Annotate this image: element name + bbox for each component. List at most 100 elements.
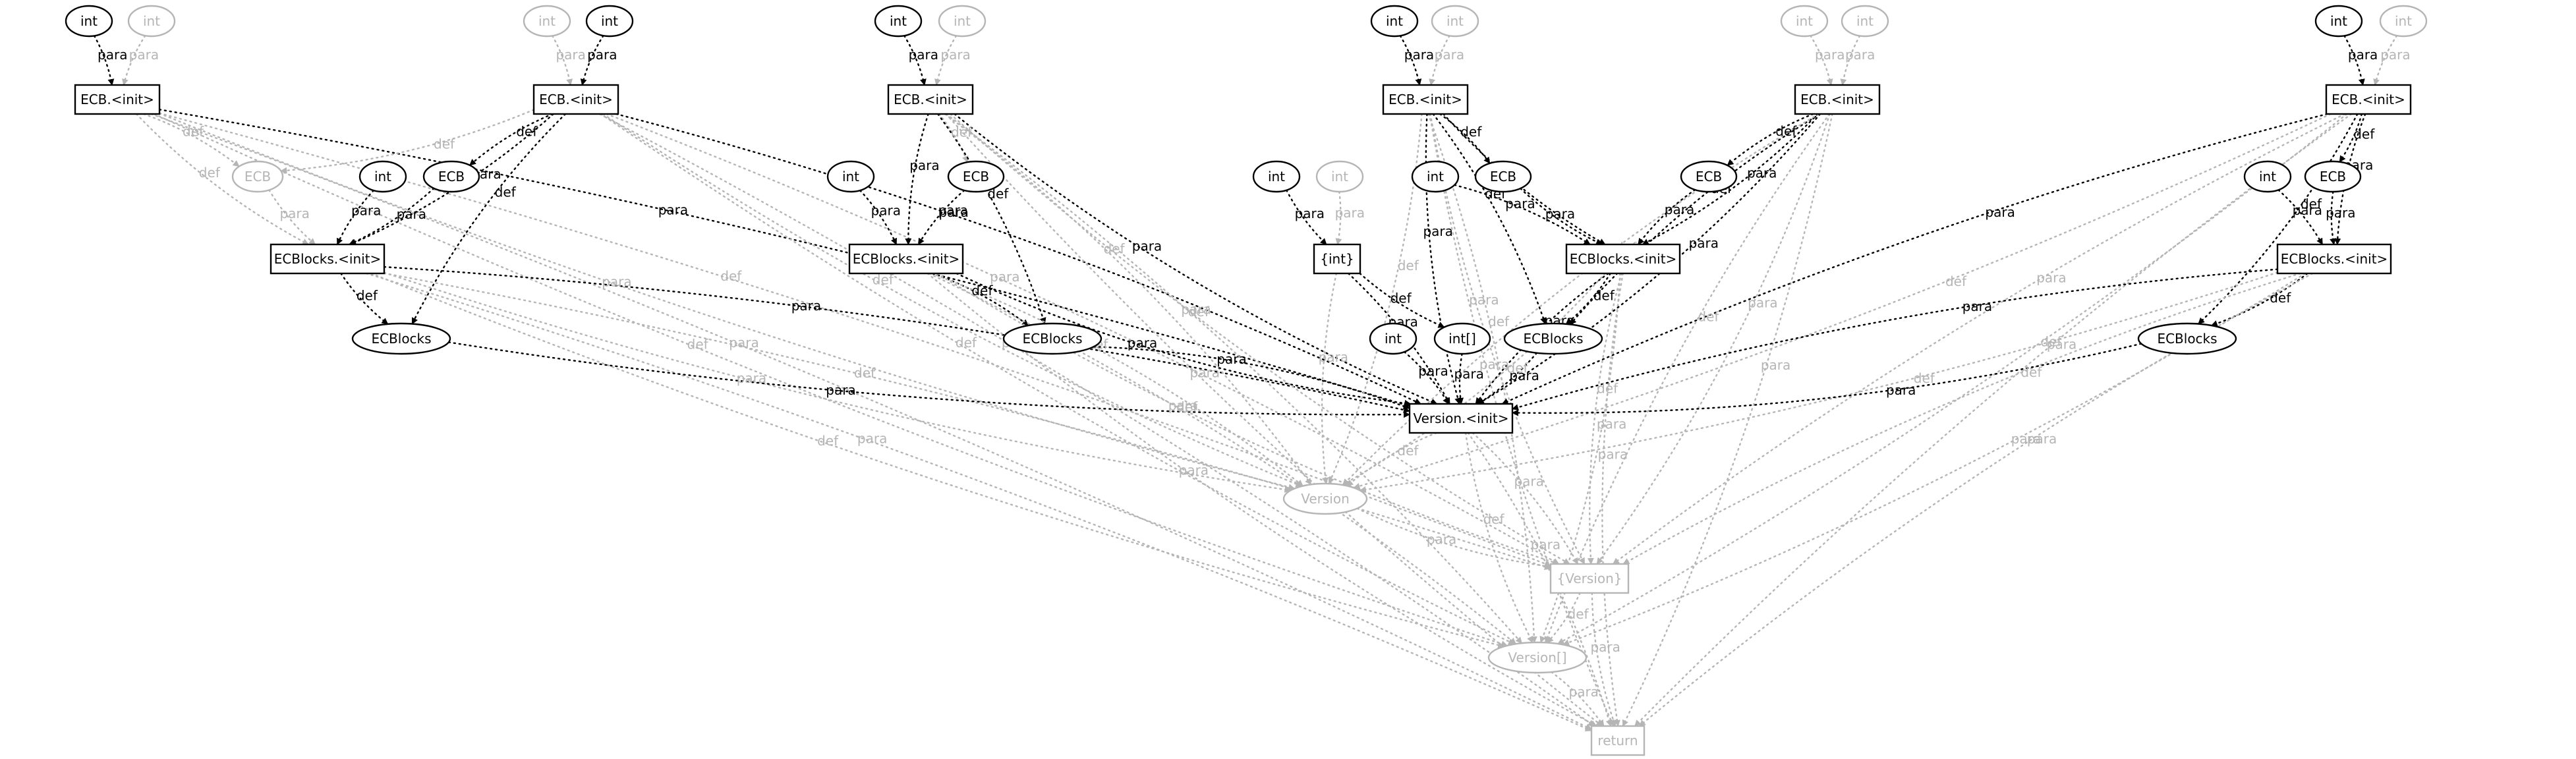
node-ecb-g1: ECB [231, 160, 284, 193]
edge-label: def [951, 125, 973, 140]
edge-label: def [2301, 196, 2322, 212]
edge-label: para [1469, 292, 1499, 308]
edge-ecb-init-2-to-version [602, 113, 1303, 488]
node-ellipse [1433, 322, 1491, 355]
edge-label: para [1479, 356, 1509, 372]
node-label: int [2395, 13, 2412, 29]
edge-label: def [199, 165, 221, 181]
edge-label: para [1190, 365, 1220, 381]
edge-label: para [909, 157, 939, 173]
edge-label: def [873, 271, 894, 287]
edge-label: para [1132, 239, 1162, 254]
node-label: int [842, 169, 859, 184]
edge-ecb-init-6-to-version-set [1612, 113, 2346, 565]
edge-label: para [1404, 47, 1434, 63]
node-ellipse [2137, 322, 2237, 355]
node-label: int [143, 13, 160, 29]
edge-label: para [1423, 223, 1452, 239]
edge-ecb-init-3-to-version-set [950, 113, 1570, 565]
edge-label: def [1593, 287, 1615, 303]
edge-label: para [938, 202, 968, 218]
node-ecb-init-5: ECB.<init> [1794, 84, 1881, 115]
edge-label: para [1295, 206, 1325, 221]
edge-label: para [279, 206, 309, 221]
node-label: ECBlocks [1523, 331, 1583, 347]
node-label: ECB.<init> [1800, 92, 1874, 107]
edge-label: para [940, 47, 970, 63]
edge-ecb-b5-to-ecblocks-init-4 [2330, 190, 2337, 246]
node-ellipse [1252, 160, 1301, 193]
edge-label: para [1985, 204, 2015, 220]
node-int-c1: int [1252, 160, 1301, 193]
node-label: int [538, 13, 556, 29]
edge-ecb-init-3-to-ecblocks-init-2 [905, 113, 929, 246]
node-ecb-init-2: ECB.<init> [532, 84, 619, 115]
edge-label: para [729, 335, 758, 351]
edge-ecb-init-4-to-ecblocks-3 [1432, 113, 1547, 325]
node-label: ECB [1696, 169, 1722, 184]
edge-label: para [1514, 473, 1543, 489]
node-box [532, 84, 619, 115]
node-label: int [2330, 13, 2347, 29]
edge-label: para [129, 47, 159, 63]
node-label: int [80, 13, 98, 29]
edge-version-init-to-version [1346, 432, 1438, 487]
node-label: Version[] [1508, 650, 1566, 665]
edge-label: para [1815, 47, 1845, 63]
edge-label: def [2020, 364, 2042, 380]
edge-version-set-to-version-arr [1546, 592, 1581, 644]
node-ellipse [826, 160, 875, 193]
node-label: ECBlocks.<init> [853, 251, 960, 267]
node-box [270, 243, 386, 275]
edge-label: def [357, 287, 378, 303]
edge-int-5a-to-ecb-init-5 [1810, 34, 1833, 86]
edge-label: para [602, 273, 631, 289]
edge-label: para [351, 203, 381, 219]
node-ellipse [65, 5, 113, 38]
node-ellipse [938, 5, 987, 38]
edge-label: def [1507, 360, 1529, 376]
node-ecb-init-6: ECB.<init> [2325, 84, 2412, 115]
edge-label: para [1168, 398, 1198, 414]
edge-label: para [2047, 337, 2076, 352]
edge-label: def [1597, 381, 1618, 397]
node-int-6b: int [2379, 5, 2428, 38]
node-label: ECB.<init> [894, 92, 967, 107]
node-ecblocks-init-3: ECBlocks.<init> [1565, 243, 1681, 275]
node-ellipse [523, 5, 571, 38]
edge-label-layer: para para para para para para para para para para… [98, 47, 2411, 700]
node-ecb-init-3: ECB.<init> [887, 84, 974, 115]
edge-ecb-init-4-to-version-init [1425, 113, 1461, 405]
node-ellipse [2304, 160, 2362, 193]
node-ecblocks-4: ECBlocks [2137, 322, 2237, 355]
node-label: int [2259, 169, 2276, 184]
edge-int-1b-to-ecb-init-1 [122, 34, 146, 86]
edge-label: para [2348, 47, 2378, 63]
edge-label: para [1216, 351, 1246, 367]
node-label: ECB [1490, 169, 1516, 184]
edge-ecb-b3-to-ecblocks-init-3 [1519, 187, 1603, 246]
node-ellipse [2243, 160, 2292, 193]
edge-label: para [871, 203, 901, 219]
node-label: Version.<init> [1413, 410, 1508, 426]
node-version-set: {Version} [1549, 563, 1630, 594]
edge-ecblocks-init-3-to-version-set [1587, 272, 1622, 565]
node-ellipse [358, 160, 407, 193]
node-label: int [601, 13, 618, 29]
edge-label: para [587, 47, 617, 63]
edge-ecb-init-5-to-ecblocks-init-3 [1642, 113, 1819, 246]
node-box [1794, 84, 1881, 115]
edge-label: para [1181, 301, 1211, 317]
edge-label: para [1435, 47, 1464, 63]
edge-label: def [971, 283, 993, 298]
edge-int-c2-to-intarr-init [1335, 190, 1342, 246]
edge-label: para [938, 204, 968, 220]
edge-version-to-version-set [1356, 507, 1552, 569]
node-int-5a: int [1780, 5, 1829, 38]
edge-int-3a-to-ecb-init-3 [903, 35, 927, 86]
node-int-5b: int [1841, 5, 1889, 38]
edge-label: para [1418, 363, 1448, 379]
edge-label: def [687, 337, 709, 352]
node-ellipse [231, 160, 284, 193]
